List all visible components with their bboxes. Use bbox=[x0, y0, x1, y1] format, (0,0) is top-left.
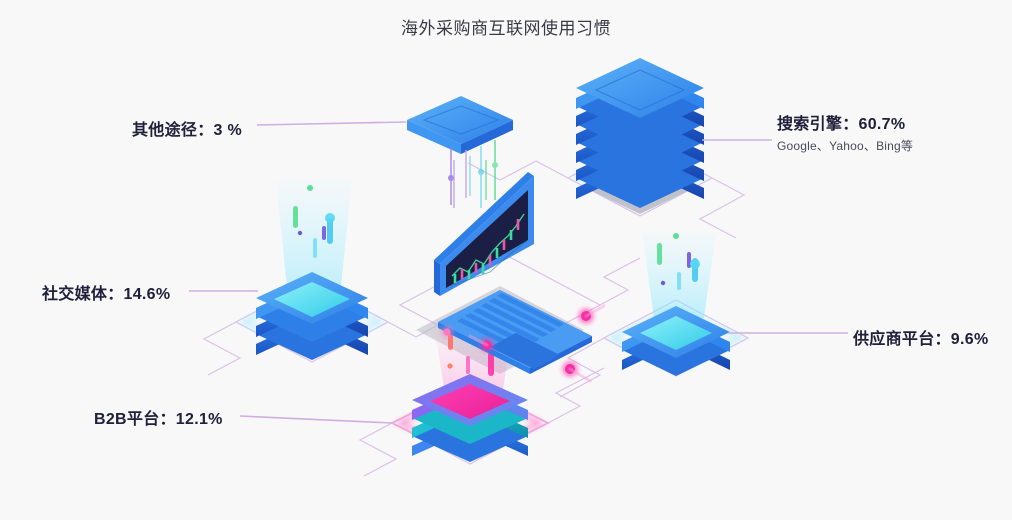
social-light-beam bbox=[276, 180, 352, 296]
label-b2b-platform-text: B2B平台：12.1% bbox=[94, 411, 223, 428]
search-stack-top bbox=[576, 58, 704, 118]
node-other-channels[interactable] bbox=[407, 96, 513, 208]
social-stack-layers bbox=[256, 272, 368, 360]
label-other-channels[interactable]: 其他途径：3 % bbox=[132, 116, 242, 140]
supplier-stack-layers bbox=[622, 306, 730, 376]
route-travel-dots bbox=[441, 304, 606, 383]
label-social-media-text: 社交媒体：14.6% bbox=[42, 286, 171, 303]
label-social-media[interactable]: 社交媒体：14.6% bbox=[42, 280, 170, 304]
node-search-engine[interactable] bbox=[576, 58, 704, 208]
label-search-engine-sub: Google、Yahoo、Bing等 bbox=[777, 139, 914, 153]
label-other-channels-text: 其他途径：3 % bbox=[132, 122, 242, 139]
label-search-engine[interactable]: 搜索引擎：60.7% Google、Yahoo、Bing等 bbox=[777, 110, 913, 154]
social-particles bbox=[293, 185, 335, 258]
label-search-engine-text: 搜索引擎：60.7% bbox=[777, 116, 906, 133]
label-leader-lines bbox=[189, 121, 848, 424]
label-b2b-platform[interactable]: B2B平台：12.1% bbox=[94, 405, 223, 429]
b2b-stack-layers bbox=[412, 374, 528, 462]
node-social-media[interactable] bbox=[256, 180, 368, 360]
leader-other bbox=[256, 121, 407, 126]
leader-b2b bbox=[239, 415, 393, 424]
supplier-light-beam bbox=[642, 232, 716, 318]
page-title: 海外采购商互联网使用习惯 bbox=[401, 19, 611, 38]
supplier-particles bbox=[657, 233, 700, 290]
node-supplier-platform[interactable] bbox=[622, 232, 730, 376]
label-supplier-platform-text: 供应商平台：9.6% bbox=[853, 331, 989, 348]
laptop-screen-chart bbox=[449, 213, 529, 287]
laptop-data-streams bbox=[453, 156, 487, 208]
label-supplier-platform[interactable]: 供应商平台：9.6% bbox=[853, 325, 988, 349]
other-data-streams bbox=[448, 140, 498, 208]
